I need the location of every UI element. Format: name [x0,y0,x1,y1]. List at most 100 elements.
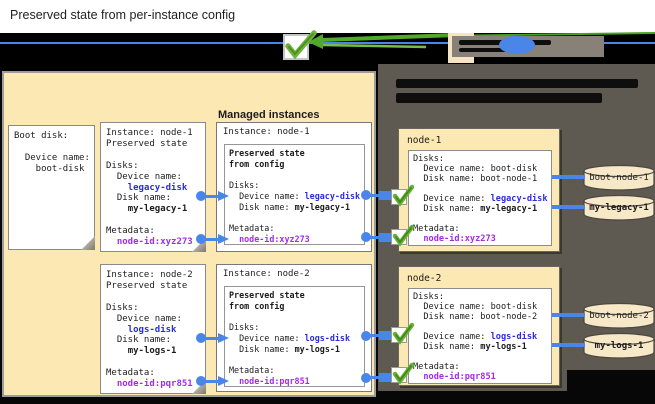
vm-panel-header-obscured-text [396,79,638,88]
blue-connector-line [552,313,585,317]
blue-connector-stub [379,232,392,242]
code-line: Disks: [106,302,139,313]
code-line [413,352,551,362]
code-line [229,212,364,223]
check-icon [392,362,415,385]
code-line: Boot disk: [14,131,69,141]
code-line: Disk name: my-logs-1 [229,343,340,354]
applied-check [391,224,415,247]
code-line: Device name: [14,152,90,163]
code-line [106,292,205,303]
code-line: Preserved state [229,290,305,300]
code-line: from config [229,300,285,311]
legend-blue-arrow-line [0,42,655,44]
blue-connector-line [201,194,218,198]
legend-green-line [440,32,655,37]
code-line: Device name: [106,171,182,182]
code-line [413,214,551,224]
cylinder-icon [583,164,655,191]
disk-label: my-logs-1 [594,340,644,351]
code-line: Preserved state [106,280,188,291]
blue-connector-line [552,175,585,179]
blue-connector-line [201,237,218,241]
code-line: Metadata: [413,224,460,234]
code-line [106,215,205,226]
cylinder-icon [583,302,655,329]
code-line: Disk name: my-legacy-1 [413,204,538,214]
vm-config-box: Disks: Device name: boot-disk Disk name:… [408,288,552,384]
disk-label: boot-node-2 [589,310,649,321]
disk-cylinder: my-legacy-1 [583,194,655,222]
code-line: Disks: [413,154,445,164]
code-line: Metadata: [229,222,275,233]
instance-template-doc: Boot disk: Device name: boot-disk [8,125,95,250]
legend-check-icon [285,30,317,60]
code-line: Disk name: my-logs-1 [413,342,527,352]
code-line: Instance: node-2 [106,270,193,280]
legend-blue-oval-icon [499,36,535,54]
code-line [413,322,551,332]
code-line [229,169,364,180]
vm-config-box: Disks: Device name: boot-disk Disk name:… [408,150,552,246]
code-line: Device name: boot-disk [413,302,538,312]
disk-label: my-legacy-1 [589,202,649,213]
blue-connector-line [552,205,585,209]
code-line: Metadata: [229,364,275,375]
code-line [106,357,205,368]
code-line [14,142,94,153]
blue-connector-stub [379,373,392,382]
code-line: Device name: boot-disk [413,164,538,174]
legend-obscured-text [459,48,529,52]
code-line: Disk name: boot-node-2 [413,312,538,322]
code-line: my-logs-1 [127,346,177,357]
code-line: Device name: logs-disk [229,332,351,343]
code-line: Disks: [229,180,260,191]
code-line: node-id:pqr851 [116,379,193,390]
code-line [106,150,205,161]
code-line: logs-disk [127,324,177,335]
code-line: Disk name: [106,335,172,346]
blue-connector-line [552,343,585,347]
vm-instance-node-2: node-2 Disks: Device name: boot-disk Dis… [398,266,560,386]
code-line: boot-disk [14,163,85,174]
code-line: node-id:xyz273 [116,237,193,248]
code-line: Device name: legacy-disk [413,194,548,204]
blue-connector-line [366,376,382,379]
applied-check [391,322,415,345]
blue-connector-line [201,379,218,383]
code-line: my-legacy-1 [127,204,188,215]
cylinder-icon [583,332,655,359]
managed-instance-header: Instance: node-1 [223,127,310,137]
blue-connector-stub [379,190,392,200]
legend-checkbox [283,30,317,60]
blue-connector-line [366,334,382,337]
applied-check [391,362,415,385]
code-line: Device name: [106,313,182,324]
code-line [229,354,364,365]
code-line: Preserved state [106,138,188,149]
code-line: Disks: [106,160,139,171]
code-line: Disks: [229,322,260,333]
check-icon [392,184,415,207]
code-line: Preserved state [229,148,305,158]
vm-instance-header: node-2 [407,273,442,284]
legend-green-arrow [308,33,457,49]
dark-panel-notch [567,370,655,391]
code-line: node-id:pqr851 [423,372,496,382]
code-line: Instance: node-1 [106,128,193,138]
header-line: Managed instances [218,109,320,121]
code-line: legacy-disk [127,182,188,193]
code-line: node-id:xyz273 [239,233,310,244]
code-line: Device name: logs-disk [413,332,538,342]
blue-connector-line [366,235,382,239]
code-line: Device name: legacy-disk [229,190,361,201]
code-line [229,311,364,322]
disk-cylinder: my-logs-1 [583,332,655,360]
code-line: Metadata: [106,226,155,237]
check-icon [392,224,415,247]
code-line: Disk name: boot-node-1 [413,174,538,184]
